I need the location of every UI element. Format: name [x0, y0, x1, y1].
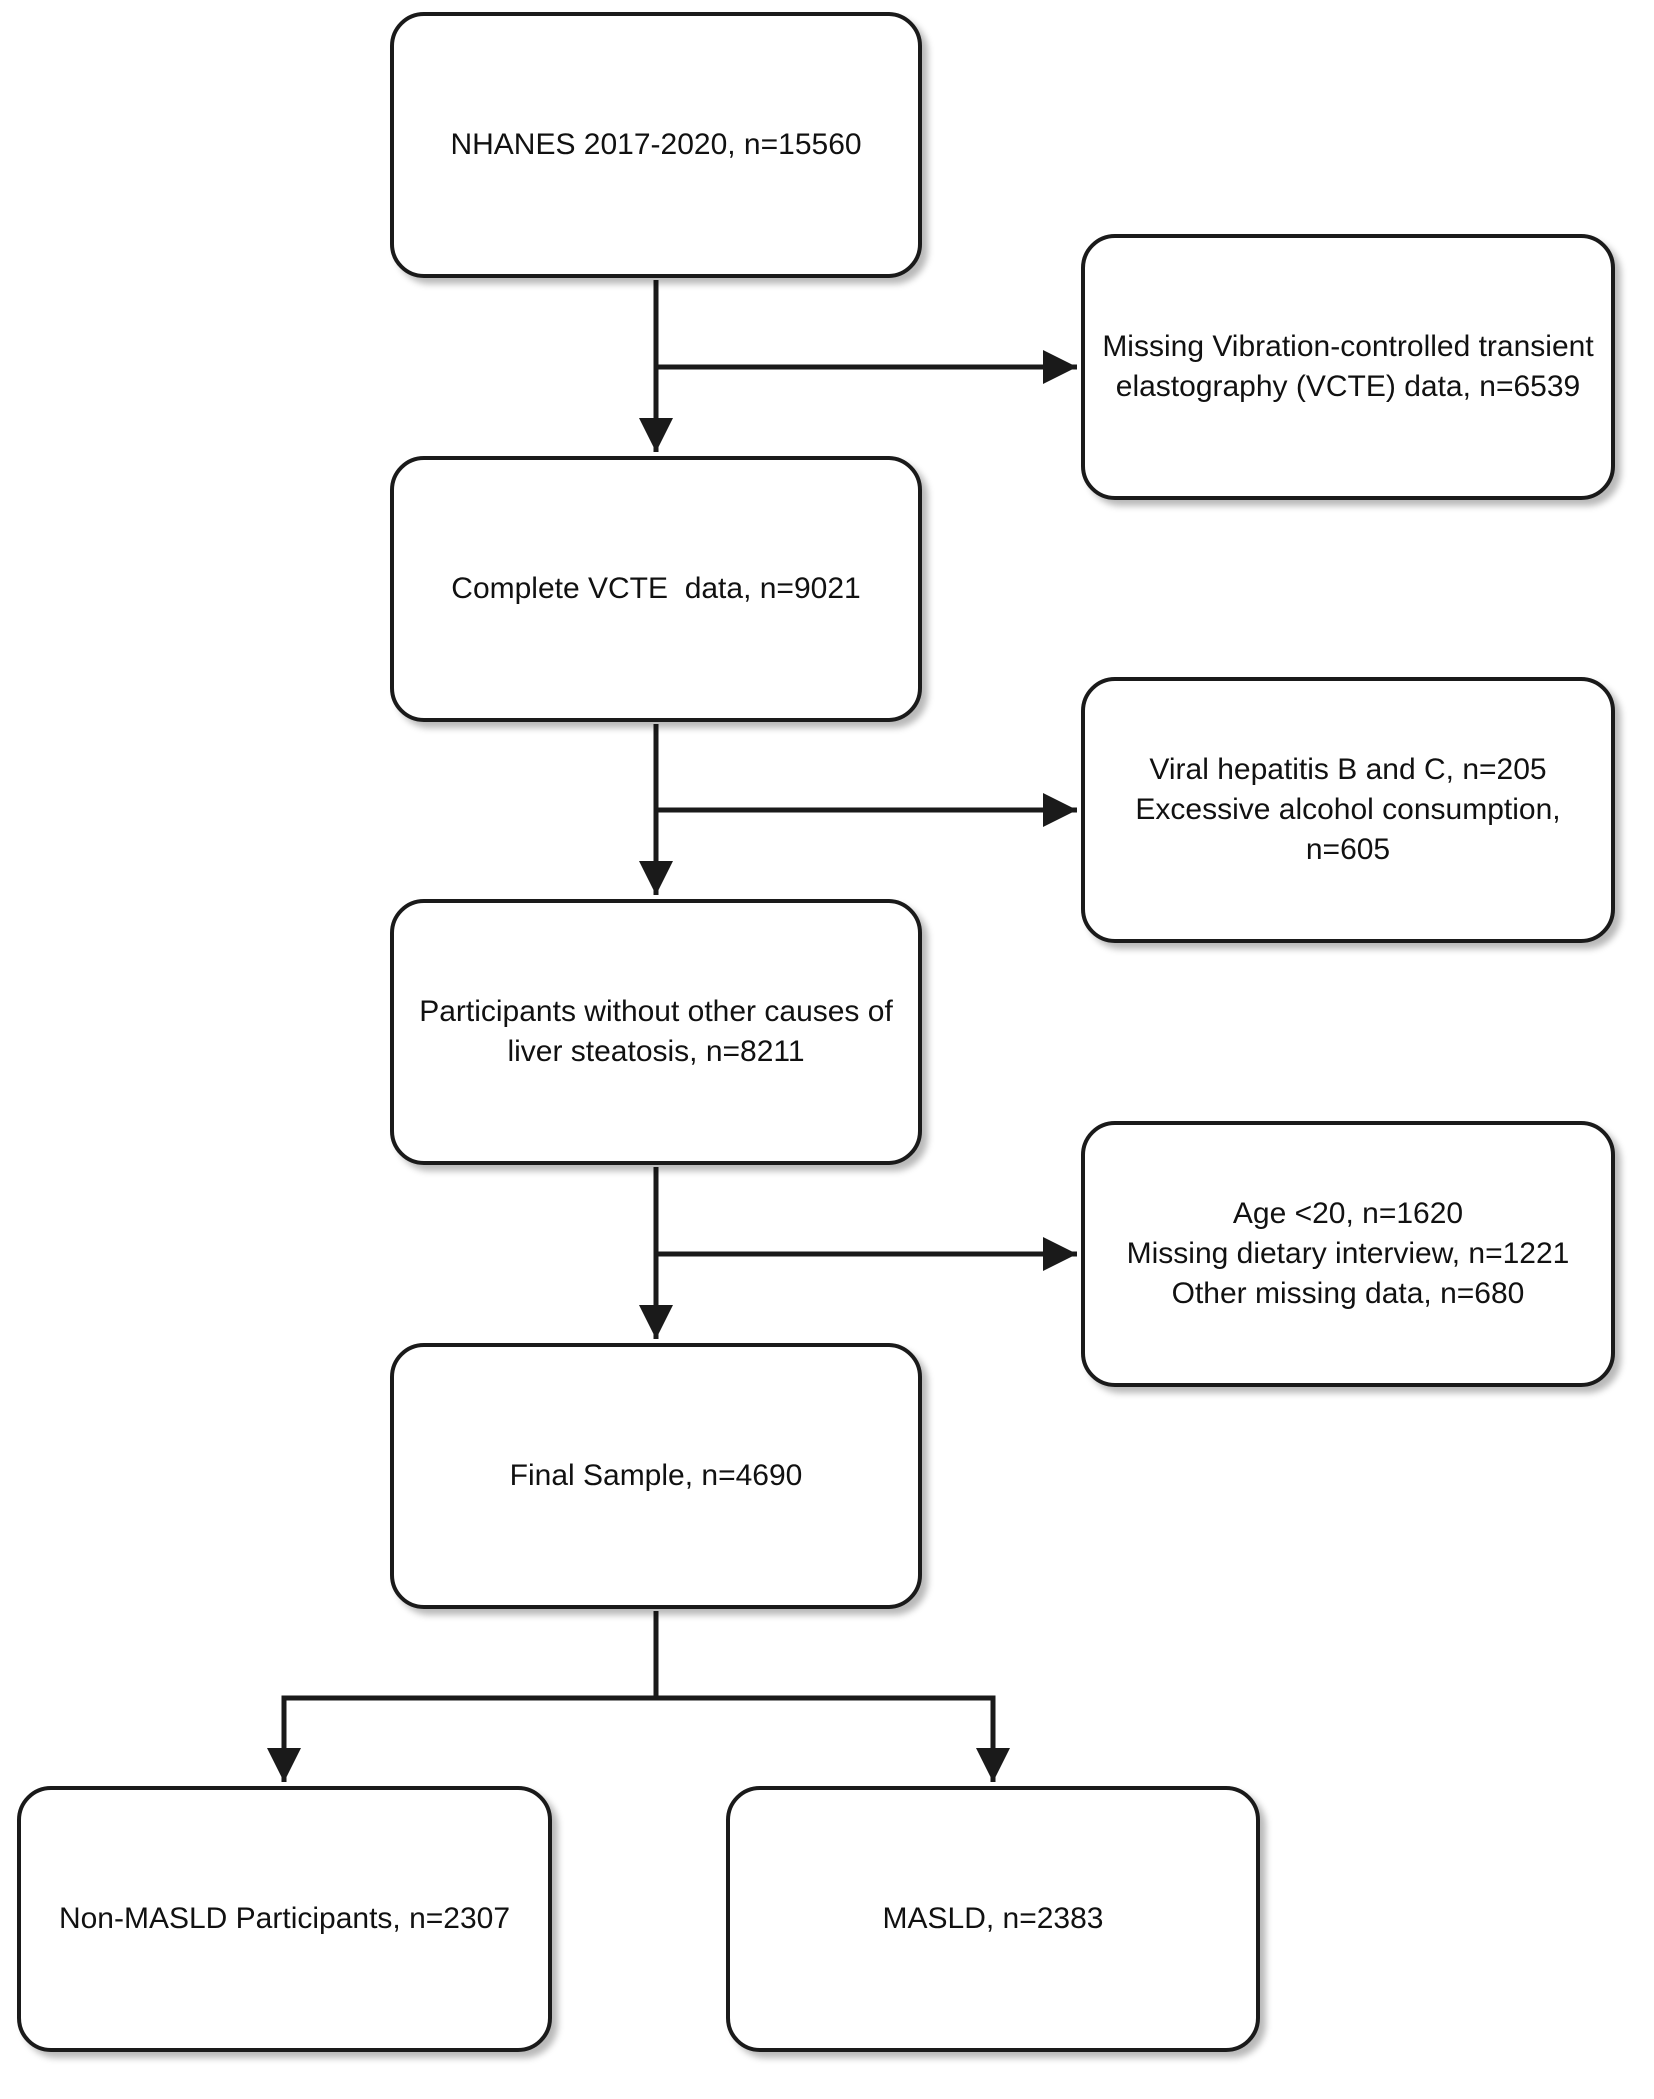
node-text: Other missing data, n=680 — [1171, 1277, 1525, 1310]
node-text: Excessive alcohol consumption, — [1135, 793, 1561, 826]
node-excluded-missing-vcte: Missing Vibration-controlled transient e… — [1081, 234, 1615, 500]
node-text: Missing dietary interview, n=1221 — [1126, 1237, 1570, 1270]
node-text: Participants without other causes of — [419, 995, 893, 1028]
node-text: Viral hepatitis B and C, n=205 — [1149, 753, 1547, 786]
node-no-other-causes: Participants without other causes of liv… — [390, 899, 922, 1165]
node-text: NHANES 2017-2020, n=15560 — [450, 128, 862, 161]
node-complete-vcte: Complete VCTE data, n=9021 — [390, 456, 922, 722]
node-text: Complete VCTE data, n=9021 — [451, 572, 861, 605]
node-text: MASLD, n=2383 — [882, 1902, 1104, 1935]
node-text: Final Sample, n=4690 — [509, 1459, 803, 1492]
node-text: elastography (VCTE) data, n=6539 — [1115, 370, 1581, 403]
node-text: Non-MASLD Participants, n=2307 — [58, 1902, 511, 1935]
node-text: liver steatosis, n=8211 — [507, 1035, 805, 1068]
node-final-sample: Final Sample, n=4690 — [390, 1343, 922, 1609]
node-nhanes: NHANES 2017-2020, n=15560 — [390, 12, 922, 278]
node-excluded-age-missing: Age <20, n=1620 Missing dietary intervie… — [1081, 1121, 1615, 1387]
node-masld: MASLD, n=2383 — [726, 1786, 1260, 2052]
node-non-masld: Non-MASLD Participants, n=2307 — [17, 1786, 552, 2052]
edge-final-to-masld — [656, 1695, 1010, 1782]
node-text: Age <20, n=1620 — [1232, 1197, 1464, 1230]
node-excluded-hepatitis-alcohol: Viral hepatitis B and C, n=205 Excessive… — [1081, 677, 1615, 943]
node-text: Missing Vibration-controlled transient — [1102, 330, 1594, 363]
node-text: n=605 — [1305, 833, 1391, 866]
edge-final-to-non-masld — [267, 1695, 656, 1782]
